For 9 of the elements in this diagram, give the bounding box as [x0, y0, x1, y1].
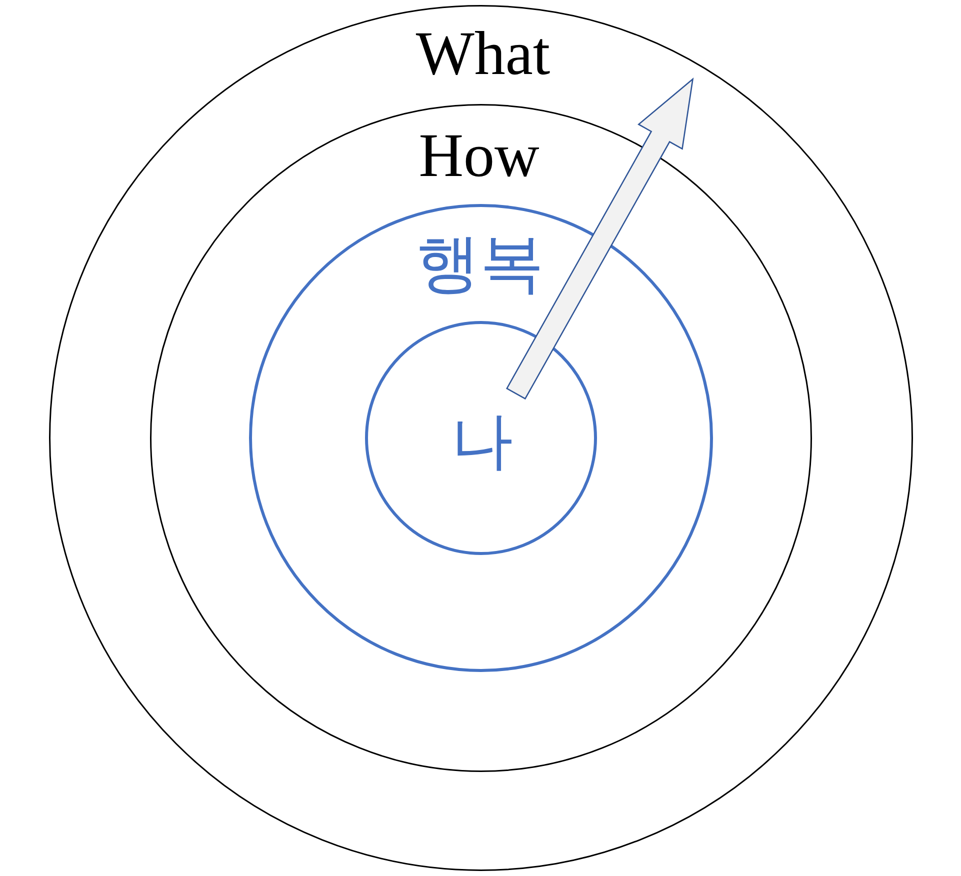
inner-circle: [249, 204, 713, 672]
block-arrow: [506, 78, 694, 400]
center-label: 나: [451, 410, 513, 472]
ring-label: 행복: [416, 232, 544, 296]
center-circle: [365, 321, 597, 555]
outer-circle: [49, 5, 913, 871]
middle-circle: [150, 104, 812, 772]
ring-label: How: [418, 125, 540, 187]
ring-label: What: [416, 23, 550, 85]
